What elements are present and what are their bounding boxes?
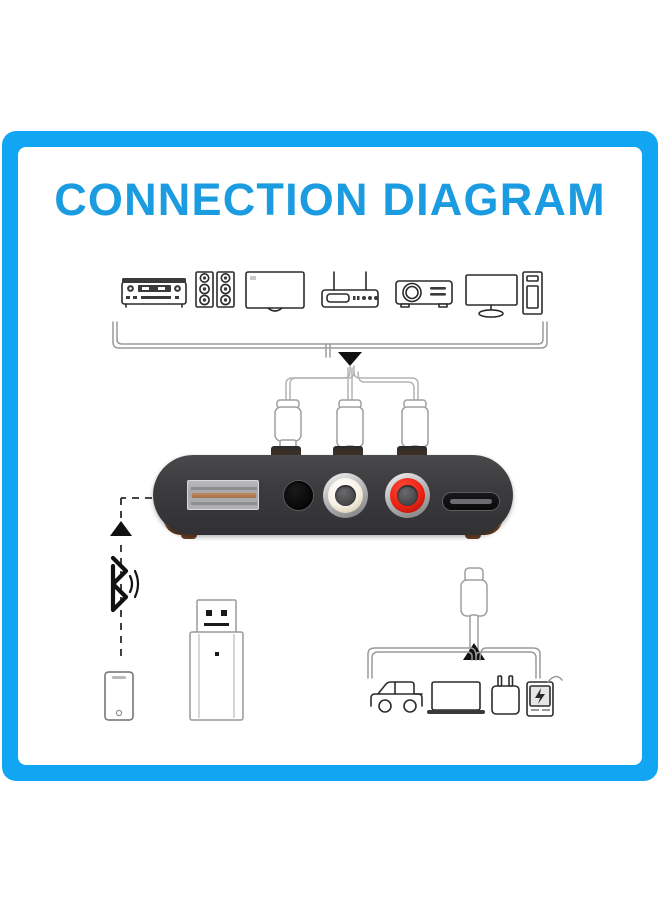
rca-jack-red[interactable] — [385, 473, 430, 518]
usb-a-slot-top — [191, 487, 257, 490]
rca-red-hole — [397, 485, 418, 506]
device-body — [153, 455, 513, 535]
device-foot-right — [465, 532, 481, 539]
bluetooth-audio-adapter — [153, 446, 513, 541]
aux-3-5mm-jack[interactable] — [284, 481, 313, 510]
device-foot-left — [181, 532, 197, 539]
rca-jack-white[interactable] — [323, 473, 368, 518]
usb-a-slot-bottom — [191, 502, 257, 505]
rca-white-hole — [335, 485, 356, 506]
usb-c-tongue — [450, 499, 492, 504]
usb-c-port[interactable] — [443, 493, 499, 510]
usb-a-port[interactable] — [187, 480, 259, 510]
page-title: CONNECTION DIAGRAM — [54, 174, 606, 225]
usb-a-contacts — [192, 493, 256, 498]
